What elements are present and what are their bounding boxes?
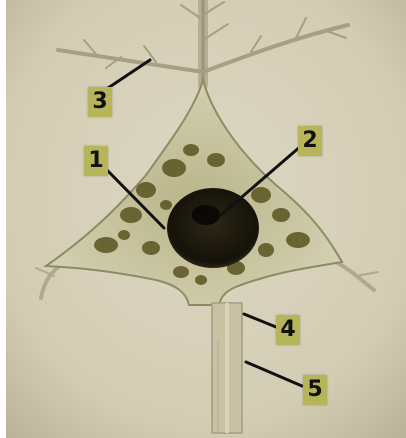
nucleus	[167, 188, 259, 268]
label-2: 2	[298, 126, 322, 156]
nucleolus	[192, 205, 220, 225]
neuron-micrograph	[6, 0, 406, 438]
axon	[212, 303, 242, 433]
label-4: 4	[276, 315, 300, 345]
label-1: 1	[84, 146, 108, 176]
label-5: 5	[303, 375, 327, 405]
label-3: 3	[88, 87, 112, 117]
